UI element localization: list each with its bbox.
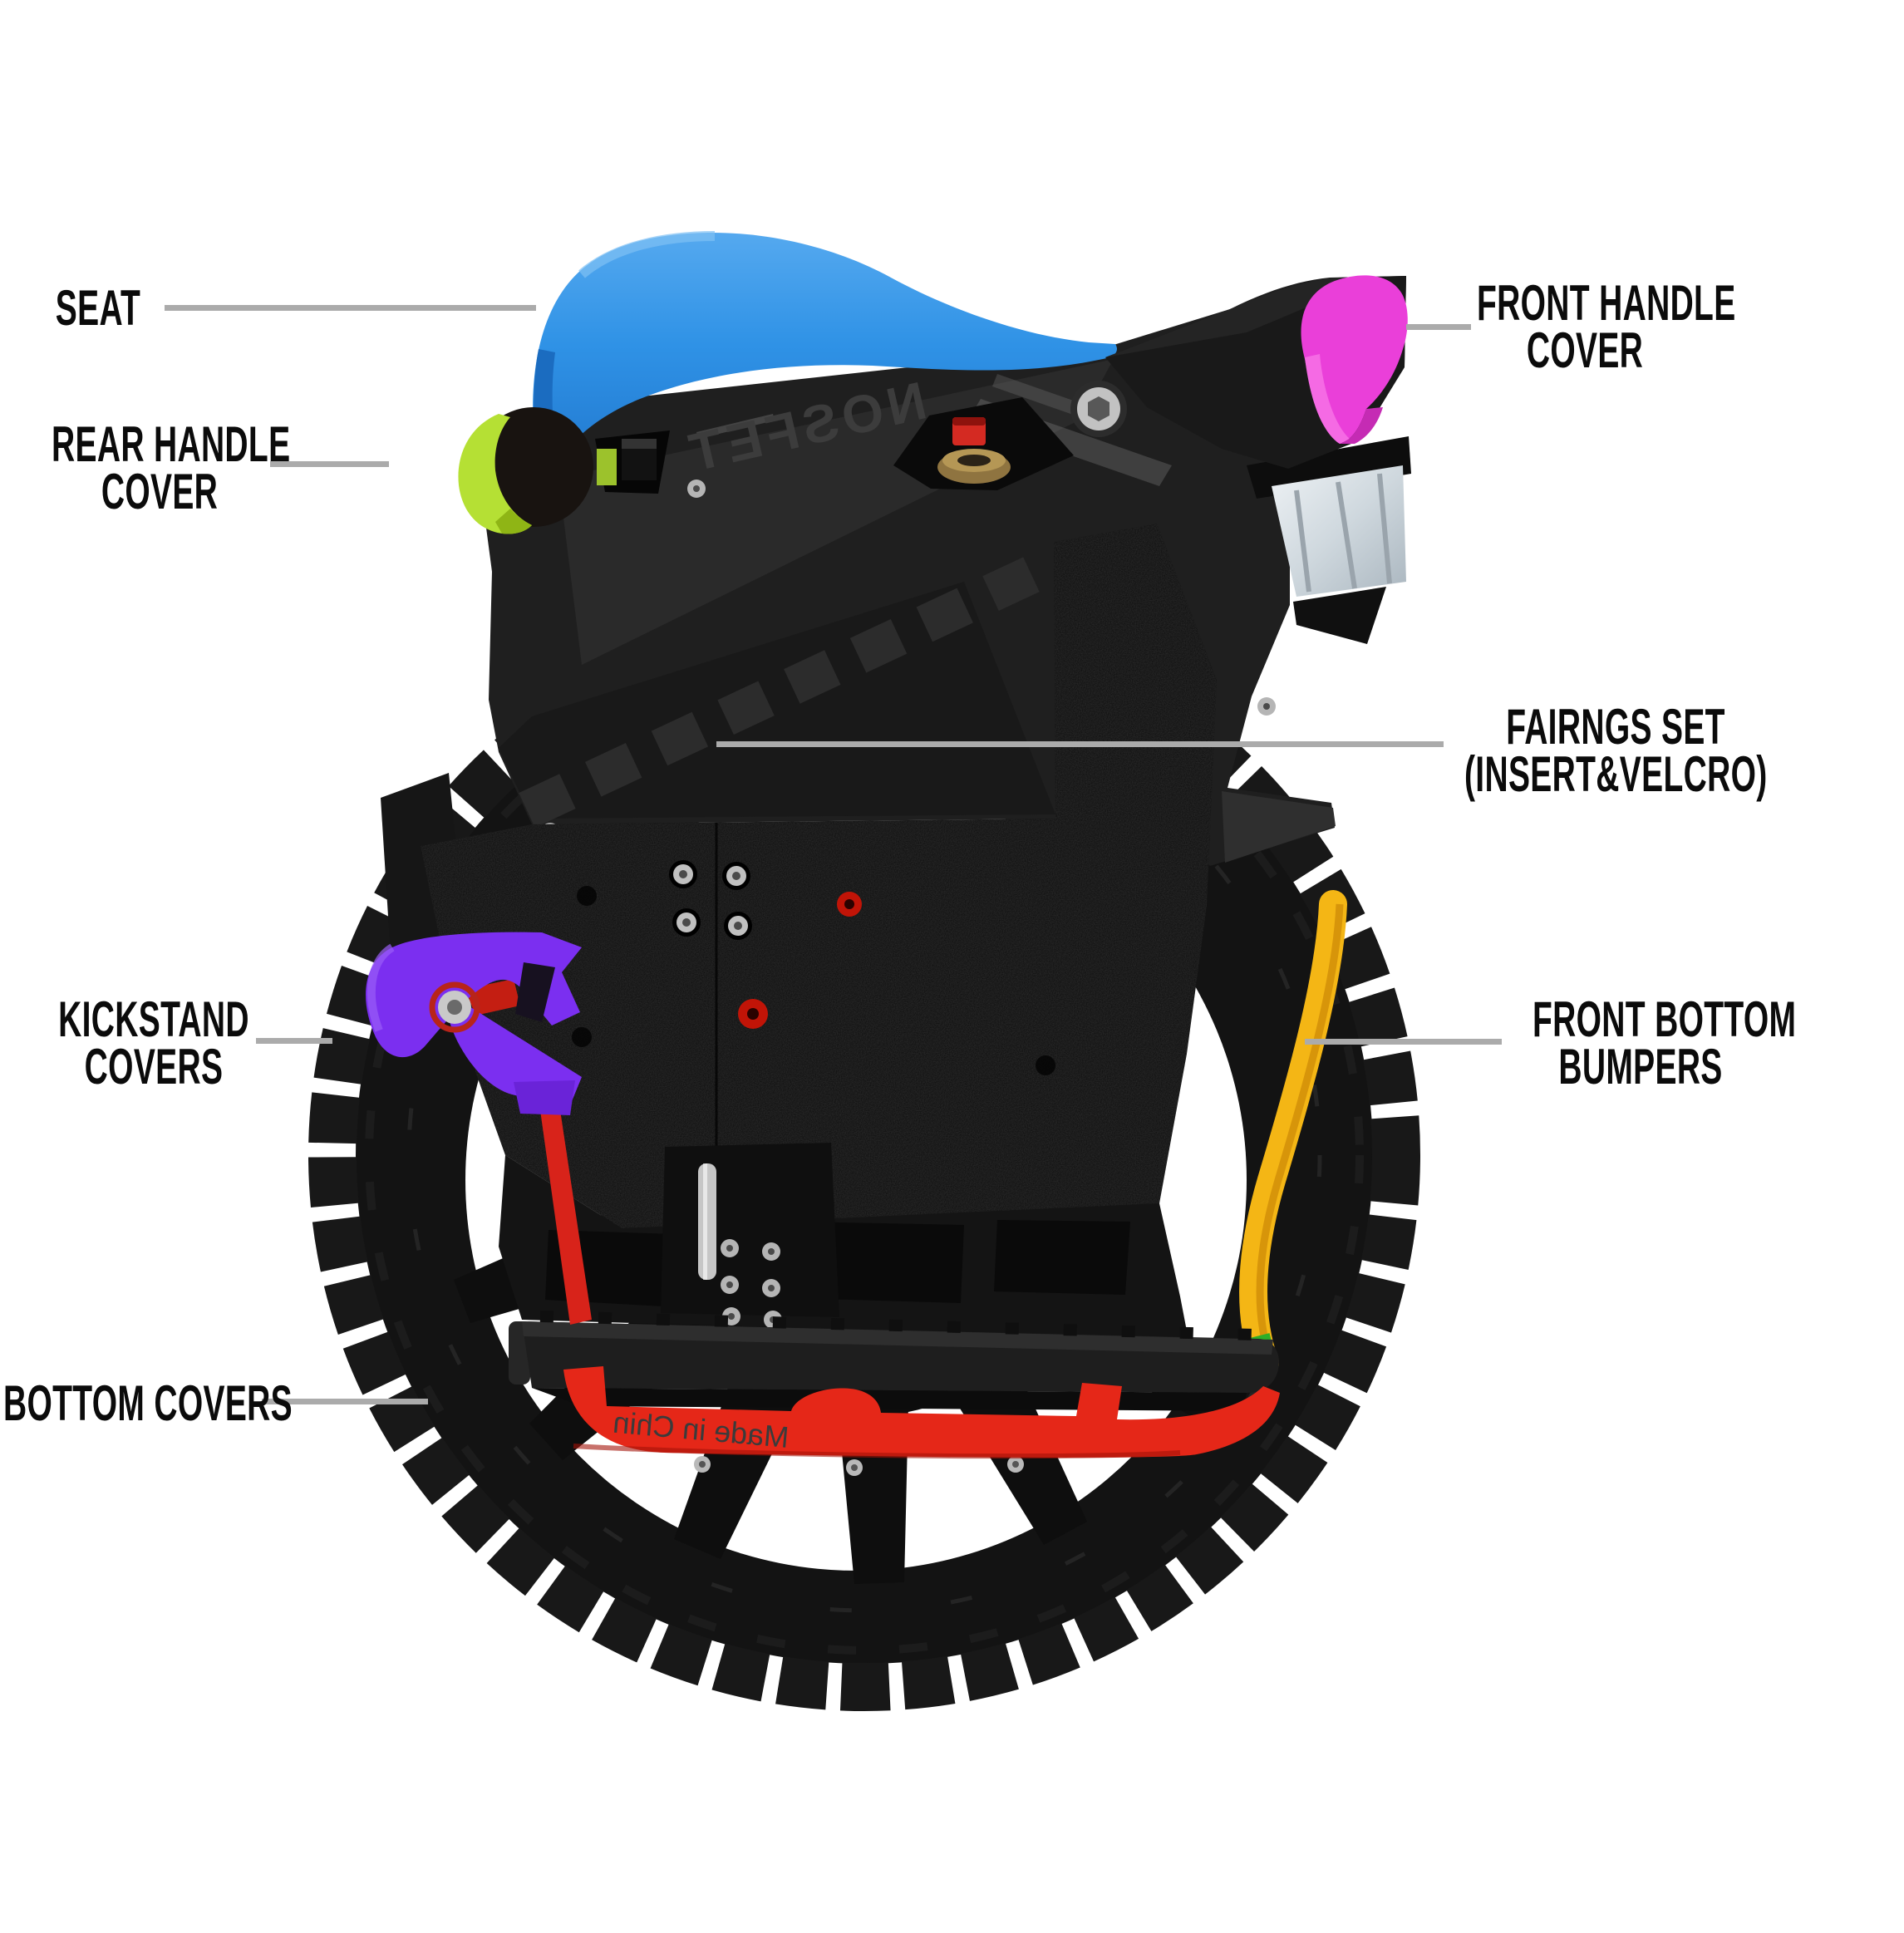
label-seat: SEAT [1, 280, 195, 336]
label-line: FAIRNGS SET [1506, 699, 1725, 755]
label-line: COVERS [84, 1039, 224, 1094]
power-button-recess [893, 397, 1074, 490]
label-line: BOTTOM COVERS [2, 1375, 293, 1431]
label-line: COVER [101, 464, 219, 519]
hub-bolts [694, 1456, 1024, 1476]
decal-streak [992, 374, 1080, 416]
label-bottom-covers: BOTTOM COVERS [2, 1375, 294, 1431]
label-line: FRONT HANDLE [1477, 275, 1736, 331]
leader-front-bottom-bumpers [1305, 1039, 1502, 1045]
front-handle-cover-part [1301, 275, 1408, 444]
decal-underline [696, 414, 775, 439]
leader-rear-handle-cover [270, 461, 389, 467]
kickstand-washer [429, 981, 480, 1033]
bottom-cover-red: Made in Chin [536, 1077, 1280, 1459]
label-line: FRONT BOTTOM [1533, 991, 1797, 1047]
label-line: BUMPERS [1558, 1039, 1723, 1094]
leader-seat [165, 305, 536, 311]
panel-plugs [572, 886, 1055, 1075]
headlight [1247, 436, 1411, 644]
label-front-bottom-bumpers: FRONT BOTTOM BUMPERS [1533, 991, 1797, 1094]
rear-latch-cutout [595, 430, 670, 494]
fairing-screws [669, 860, 752, 940]
label-front-handle-cover: FRONT HANDLE COVER [1477, 275, 1736, 378]
leader-fairings-set [716, 741, 1444, 747]
label-line: SEAT [55, 280, 141, 336]
rear-handle-cover-part [458, 407, 593, 534]
red-grommets [738, 892, 862, 1029]
label-fairings-set: FAIRNGS SET (INSERT&VELCRO) [1464, 699, 1768, 802]
kickstand-cover [366, 932, 582, 1115]
fender-fin [1222, 791, 1336, 863]
label-rear-handle-cover: REAR HANDLE COVER [52, 416, 291, 519]
pedal-pins [539, 1311, 1256, 1340]
pedal [509, 1311, 1279, 1411]
label-line: (INSERT&VELCRO) [1464, 746, 1768, 802]
label-line: REAR HANDLE [52, 416, 291, 472]
label-kickstand-covers: KICKSTAND COVERS [46, 991, 262, 1094]
leader-front-handle-cover [1406, 324, 1471, 330]
label-line: COVER [1526, 322, 1644, 378]
leader-bottom-covers [262, 1399, 428, 1404]
zigzag-flange [519, 548, 1060, 828]
label-line: KICKSTAND [58, 991, 249, 1047]
leader-kickstand-covers [256, 1038, 332, 1044]
frame-lower-facet [499, 582, 1055, 819]
